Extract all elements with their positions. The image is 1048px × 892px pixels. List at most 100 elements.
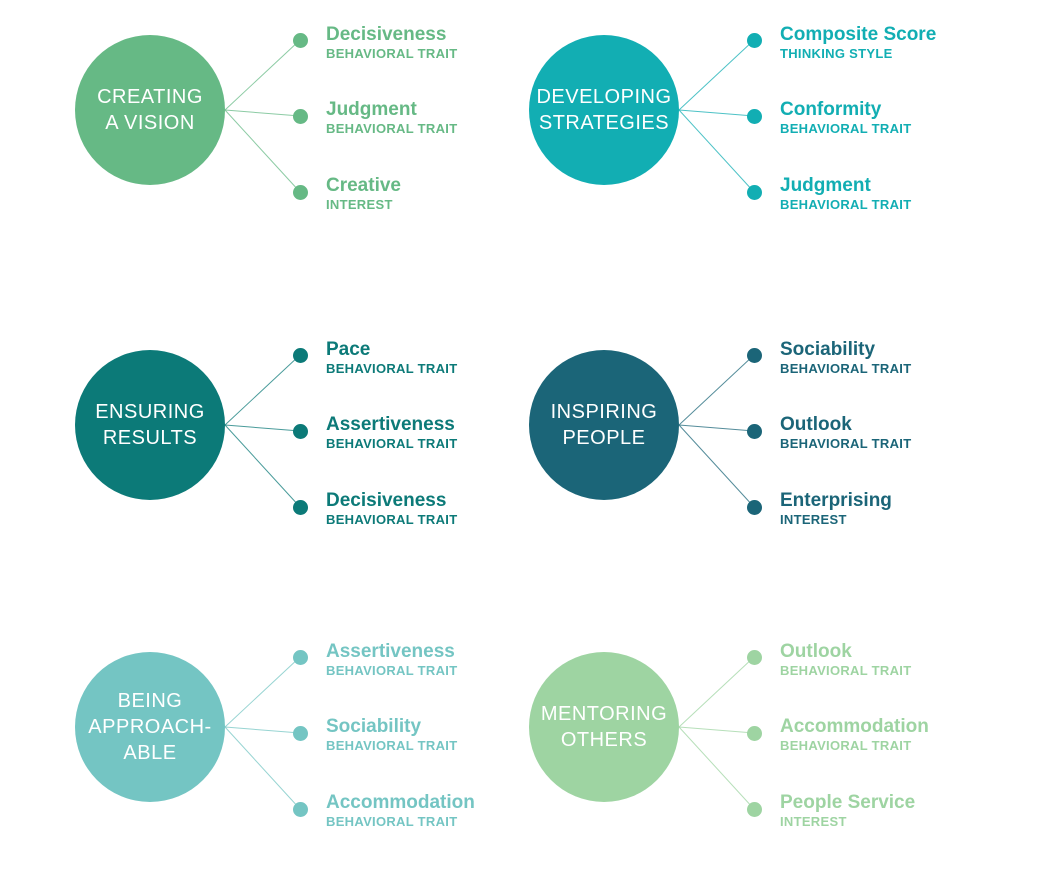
node-dot (747, 109, 762, 124)
node-dot (747, 500, 762, 515)
competency-title: CREATING A VISION (97, 86, 203, 134)
trait-label: Decisiveness (326, 490, 447, 511)
connector-lines (224, 354, 301, 508)
trait-type: BEHAVIORAL TRAIT (780, 197, 912, 212)
trait-label: Sociability (326, 716, 422, 737)
trait-type: BEHAVIORAL TRAIT (326, 738, 458, 753)
trait-type: BEHAVIORAL TRAIT (326, 663, 458, 678)
competency-circle: ENSURING RESULTS (75, 350, 225, 500)
connector-lines (224, 656, 301, 810)
trait-type: BEHAVIORAL TRAIT (780, 361, 912, 376)
connector-line (678, 354, 755, 426)
connector-line (678, 109, 755, 193)
connector-lines (224, 39, 301, 193)
trait-label: Outlook (780, 414, 852, 435)
trait-type: BEHAVIORAL TRAIT (780, 663, 912, 678)
trait-label: Accommodation (326, 792, 475, 813)
trait-type: INTEREST (780, 512, 847, 527)
competency-circle: DEVELOPING STRATEGIES (529, 35, 679, 185)
trait-type: BEHAVIORAL TRAIT (326, 436, 458, 451)
trait-type: INTEREST (780, 814, 847, 829)
competency-title: MENTORING OTHERS (540, 703, 668, 751)
node-dot (747, 802, 762, 817)
connector-line (678, 726, 755, 810)
node-dot (293, 348, 308, 363)
connector-line (678, 109, 755, 117)
trait-label: Sociability (780, 339, 876, 360)
connector-line (224, 109, 301, 117)
connector-line (224, 424, 301, 508)
trait-label: People Service (780, 792, 916, 813)
trait-type: BEHAVIORAL TRAIT (780, 121, 912, 136)
connector-lines (678, 656, 755, 810)
competency-title: DEVELOPING STRATEGIES (536, 86, 672, 134)
connector-line (224, 109, 301, 193)
connector-line (224, 354, 301, 426)
competency-circle: BEING APPROACH- ABLE (75, 652, 225, 802)
trait-type: BEHAVIORAL TRAIT (326, 814, 458, 829)
connector-line (678, 424, 755, 432)
connector-line (678, 424, 755, 508)
trait-label: Judgment (326, 99, 417, 120)
node-dot (293, 33, 308, 48)
node-dot (747, 185, 762, 200)
connector-line (678, 39, 755, 111)
node-dot (293, 424, 308, 439)
connector-line (678, 656, 755, 728)
node-dot (747, 348, 762, 363)
trait-type: THINKING STYLE (780, 46, 893, 61)
competency-title: ENSURING RESULTS (95, 401, 205, 449)
trait-type: BEHAVIORAL TRAIT (326, 361, 458, 376)
node-dot (293, 650, 308, 665)
node-dot (293, 802, 308, 817)
node-dot (747, 650, 762, 665)
trait-type: BEHAVIORAL TRAIT (326, 512, 458, 527)
node-dot (293, 726, 308, 741)
node-dot (293, 185, 308, 200)
trait-label: Conformity (780, 99, 882, 120)
trait-label: Creative (326, 175, 401, 196)
competency-title: BEING APPROACH- ABLE (88, 690, 212, 764)
connector-line (678, 726, 755, 734)
connector-lines (678, 39, 755, 193)
trait-label: Accommodation (780, 716, 929, 737)
trait-label: Assertiveness (326, 641, 455, 662)
trait-label: Outlook (780, 641, 852, 662)
connector-line (224, 726, 301, 810)
trait-label: Enterprising (780, 490, 892, 511)
trait-type: BEHAVIORAL TRAIT (326, 121, 458, 136)
node-dot (293, 500, 308, 515)
trait-type: BEHAVIORAL TRAIT (780, 436, 912, 451)
competency-circle: CREATING A VISION (75, 35, 225, 185)
trait-label: Decisiveness (326, 24, 447, 45)
competency-circle: INSPIRING PEOPLE (529, 350, 679, 500)
connector-line (224, 39, 301, 111)
node-dot (747, 726, 762, 741)
node-dot (747, 33, 762, 48)
trait-label: Assertiveness (326, 414, 455, 435)
trait-label: Composite Score (780, 24, 937, 45)
competency-circle: MENTORING OTHERS (529, 652, 679, 802)
competency-title: INSPIRING PEOPLE (550, 401, 658, 449)
trait-type: BEHAVIORAL TRAIT (780, 738, 912, 753)
